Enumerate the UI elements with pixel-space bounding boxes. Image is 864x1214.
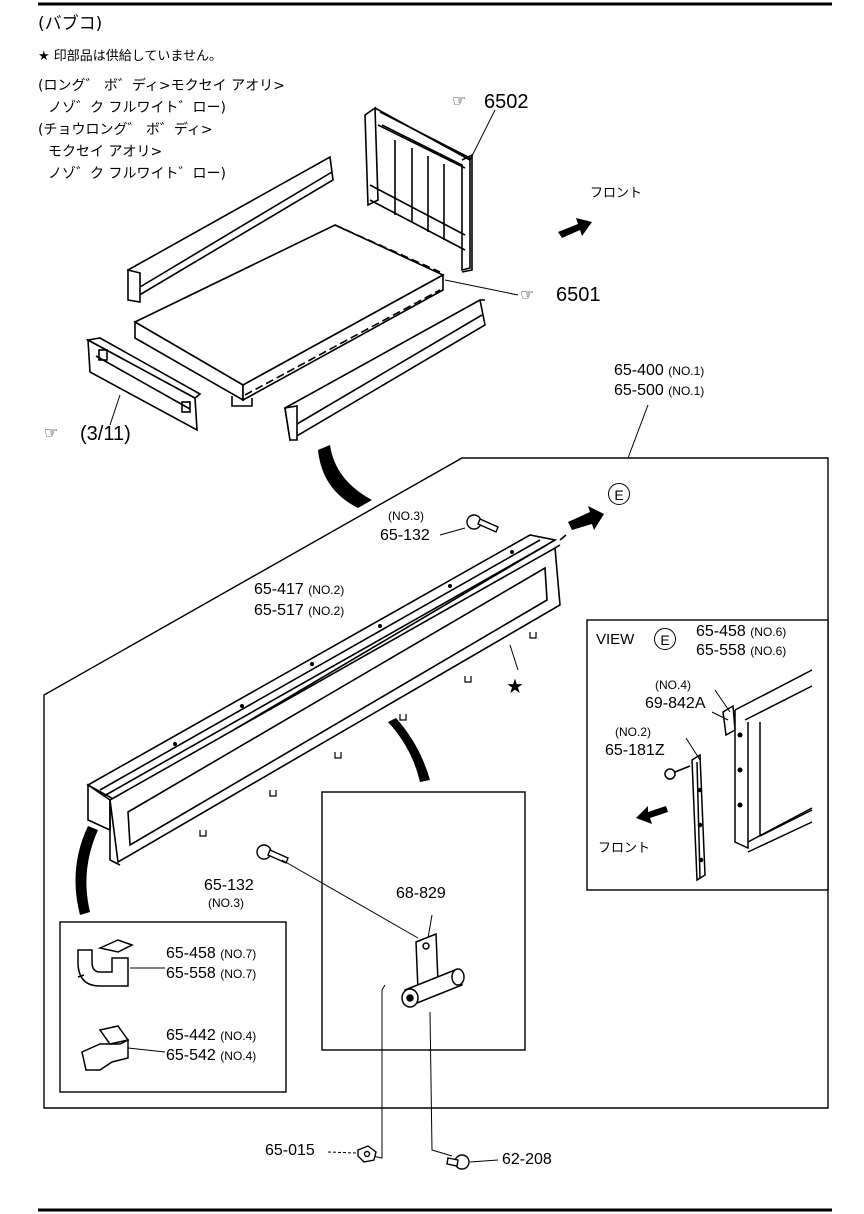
curved-arrow-3 — [75, 826, 98, 915]
ref-3-11: (3/11) — [80, 423, 131, 445]
side-panel-feet — [199, 632, 537, 837]
bracket-65442 — [81, 1025, 130, 1071]
part-65558a: 65-558 (NO.6) — [696, 642, 787, 659]
view-e-circle: E — [654, 628, 676, 650]
leader-311 — [109, 394, 121, 426]
hook-65458 — [77, 939, 134, 987]
hinge-68829 — [401, 932, 465, 1008]
header-line5: ノゾ゛ク フルワイト゛ロー) — [48, 166, 226, 182]
pointing-hand-icon: ☞ — [44, 423, 59, 442]
part-65132a: 65-132 — [380, 527, 430, 544]
side-panel-holes — [173, 550, 514, 746]
part-65500: 65-500 (NO.1) — [614, 382, 705, 399]
part-65417: 65-417 (NO.2) — [254, 581, 345, 598]
hinge-box — [321, 791, 526, 1051]
part-65442: 65-442 (NO.4) — [166, 1027, 257, 1044]
header-line3: (チョウロング゛ ボ゛ディ> — [38, 122, 213, 138]
part-65015: 65-015 — [265, 1142, 315, 1159]
header-title: (バブコ) — [38, 14, 103, 34]
front-label-top: フロント — [590, 186, 643, 201]
head-board — [364, 106, 473, 273]
part-65517: 65-517 (NO.2) — [254, 602, 345, 619]
leader-star — [509, 644, 519, 671]
header-line4: モクセイ アオリ> — [48, 144, 163, 160]
front-label-view: フロント — [598, 841, 651, 856]
part-69842a: 69-842A — [645, 695, 706, 712]
part-65132a-no: (NO.3) — [388, 509, 424, 523]
e-arrow — [568, 506, 604, 530]
header-line2: ノゾ゛ク フルワイト゛ロー) — [48, 100, 226, 116]
pointing-hand-icon: ☞ — [520, 285, 535, 304]
side-panel — [86, 534, 567, 866]
part-65458a: 65-458 (NO.6) — [696, 623, 787, 640]
front-arrow-top — [558, 218, 592, 238]
part-65132b: 65-132 — [204, 877, 254, 894]
part-65181-no: (NO.2) — [615, 725, 651, 739]
view-label: VIEW — [596, 631, 635, 648]
header-note: ★ 印部品は供給していません。 — [38, 49, 223, 64]
truck-bed-exploded — [85, 106, 486, 442]
curved-arrow-1 — [318, 445, 372, 508]
view-e-frame — [664, 669, 813, 882]
part-65181z: 65-181Z — [605, 742, 665, 759]
pointing-hand-icon: ☞ — [452, 91, 467, 110]
part-68829: 68-829 — [396, 885, 446, 902]
curved-arrow-2 — [388, 718, 430, 782]
header-line1: (ロング゛ ボ゛ディ>モクセイ アオリ> — [38, 78, 285, 94]
part-65542: 65-542 (NO.4) — [166, 1047, 257, 1064]
leader-6502 — [469, 109, 496, 161]
part-65132b-no: (NO.3) — [208, 896, 244, 910]
leader-65400 — [627, 404, 649, 459]
main-outline — [43, 457, 829, 1109]
part-62208: 62-208 — [502, 1151, 552, 1168]
bolt-65132-center — [256, 844, 289, 864]
front-arrow-view — [636, 806, 668, 824]
bolt-62208 — [446, 1154, 470, 1170]
part-69842-no: (NO.4) — [655, 678, 691, 692]
ref-6502: 6502 — [484, 91, 529, 113]
part-65458b: 65-458 (NO.7) — [166, 945, 257, 962]
star-marker: ★ — [506, 674, 524, 698]
bolt-65132-top — [466, 514, 499, 533]
nut-65015 — [357, 1145, 377, 1163]
part-65558b: 65-558 (NO.7) — [166, 965, 257, 982]
part-65400: 65-400 (NO.1) — [614, 362, 705, 379]
ref-6501: 6501 — [556, 284, 601, 306]
leader-6501 — [444, 279, 519, 296]
view-e-box — [586, 619, 829, 891]
view-e-marker: E — [608, 483, 630, 505]
